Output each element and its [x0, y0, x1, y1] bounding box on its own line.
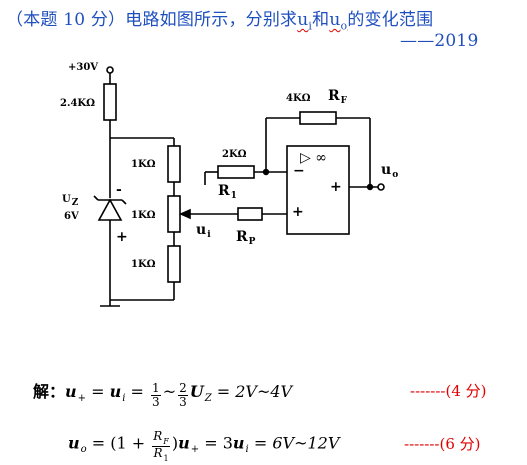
r1-value-label: 2KΩ	[222, 149, 247, 160]
supply-label: +30V	[68, 62, 99, 73]
rf-name-label: RF	[328, 88, 348, 106]
ui-node-label: ui	[196, 222, 211, 240]
zener-minus-label: -	[116, 182, 122, 198]
wiper-arrow	[179, 208, 191, 220]
resistor-1k-bot	[167, 245, 181, 283]
resistor-1k-bot-label: 1KΩ	[131, 259, 156, 270]
question-uo: uo	[329, 10, 348, 33]
opamp-inverting-sign: −	[293, 163, 305, 179]
zener-triangle	[97, 198, 123, 221]
output-node	[366, 183, 374, 191]
question-year: ——2019	[400, 31, 479, 51]
rf-value-label: 4KΩ	[286, 93, 311, 104]
resistor-2k4-label: 2.4KΩ	[60, 98, 95, 109]
resistor-r1	[217, 165, 255, 179]
supply-terminal	[106, 66, 114, 74]
resistor-rf	[299, 111, 337, 125]
output-terminal	[377, 183, 385, 191]
question-header: （本题 10 分）电路如图所示，分别求ui和uo的变化范围	[6, 5, 433, 32]
zener-value-label: 6V	[64, 211, 79, 222]
question-prefix: （本题 10 分）电路如图所示，分别求	[6, 10, 298, 30]
inverting-node	[262, 168, 270, 176]
zener-plus-label: +	[116, 229, 128, 245]
solution-label: 解：	[33, 382, 66, 401]
opamp-noninverting-sign: +	[292, 204, 304, 220]
resistor-1k-top-label: 1KΩ	[131, 159, 156, 170]
question-ui: ui	[297, 10, 313, 33]
rp-name-label: RP	[236, 229, 256, 247]
resistor-1k-mid-label: 1KΩ	[131, 210, 156, 221]
resistor-1k-mid	[167, 195, 181, 233]
opamp-symbol: ▷ ∞	[300, 150, 327, 166]
resistor-1k-top	[167, 145, 181, 183]
resistor-rp	[237, 207, 263, 221]
zener-name-label: UZ	[62, 194, 79, 208]
solution-line-2-score: -------(6 分)	[404, 435, 481, 453]
question-and: 和	[312, 10, 330, 30]
question-suffix: 的变化范围	[347, 10, 434, 30]
uo-node-label: uo	[381, 162, 399, 180]
opamp-output-sign: +	[330, 179, 342, 195]
solution-line-1-score: -------(4 分)	[410, 382, 487, 400]
resistor-2k4	[103, 83, 117, 121]
r1-name-label: R1	[218, 183, 237, 201]
